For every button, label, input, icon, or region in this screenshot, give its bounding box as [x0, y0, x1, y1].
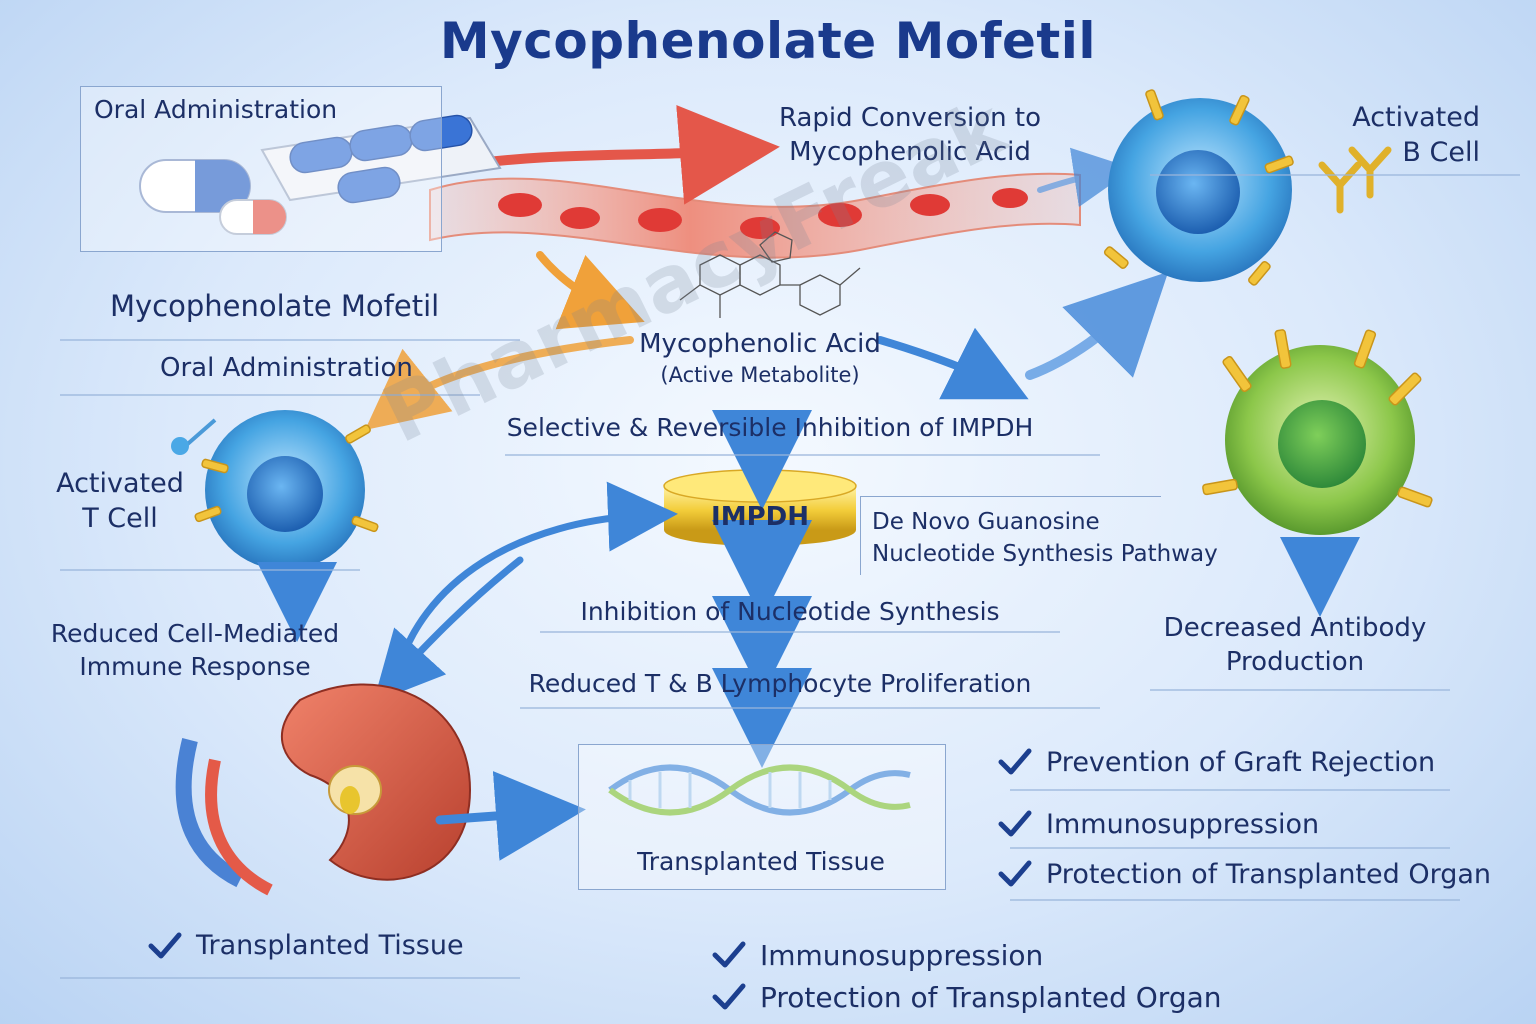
- check-item: Protection of Transplanted Organ: [998, 852, 1491, 896]
- check-icon: [998, 810, 1032, 837]
- proliferation-label: Reduced T & B Lymphocyte Proliferation: [528, 669, 1032, 698]
- antibody-line1: Decreased Antibody: [1163, 613, 1427, 643]
- t-cell-line2: T Cell: [82, 503, 158, 535]
- pathway-label: De Novo Guanosine Nucleotide Synthesis P…: [872, 506, 1218, 570]
- cell-mediated-line1: Reduced Cell-Mediated: [50, 619, 340, 648]
- right-checklist: Prevention of Graft Rejection Immunosupp…: [998, 740, 1491, 896]
- bottom-left-check: Transplanted Tissue: [148, 930, 464, 961]
- cell-mediated-line2: Immune Response: [79, 651, 311, 681]
- check-icon: [148, 932, 182, 958]
- conversion-line1: Rapid Conversion to: [778, 103, 1042, 133]
- cell-mediated-label: Reduced Cell-Mediated Immune Response: [40, 618, 350, 683]
- mpa-label: Mycophenolic Acid (Active Metabolite): [600, 328, 920, 389]
- pathway-line1: De Novo Guanosine: [872, 509, 1100, 535]
- selective-inhibition-label: Selective & Reversible Inhibition of IMP…: [506, 413, 1034, 442]
- blood-vessel-icon: [429, 172, 1081, 259]
- transplanted-tissue-box: [578, 744, 946, 890]
- check-icon: [712, 941, 746, 968]
- conversion-line2: Mycophenolic Acid: [789, 136, 1031, 167]
- conversion-label: Rapid Conversion to Mycophenolic Acid: [760, 102, 1060, 170]
- pathway-box: [860, 496, 1161, 575]
- b-cell-line1: Activated: [1352, 102, 1480, 133]
- oral-repeat-label: Oral Administration: [160, 353, 413, 383]
- transplanted-tissue-label: Transplanted Tissue: [637, 847, 885, 876]
- check-icon: [712, 983, 746, 1010]
- b-cell-green-icon: [1202, 329, 1433, 535]
- mpa-line2: (Active Metabolite): [660, 362, 860, 387]
- t-cell-icon: [171, 410, 379, 570]
- check-text: Protection of Transplanted Organ: [1046, 858, 1492, 890]
- check-text: Transplanted Tissue: [196, 930, 464, 961]
- impdh-label: IMPDH: [711, 502, 809, 532]
- pill-capsule-icon: [139, 159, 287, 235]
- b-cell-line2: B Cell: [1402, 137, 1480, 169]
- mpa-to-bcell-arrow: [1025, 271, 1169, 380]
- check-icon: [998, 860, 1032, 887]
- blister-pack-icon: [260, 114, 502, 204]
- dna-helix-icon: [608, 764, 911, 816]
- check-item: Protection of Transplanted Organ: [712, 976, 1222, 1018]
- check-item: Immunosuppression: [712, 934, 1222, 976]
- kidney-icon: [175, 683, 472, 896]
- t-cell-label: Activated T Cell: [50, 466, 190, 536]
- mpa-line1: Mycophenolic Acid: [639, 329, 881, 359]
- divider-lines: [60, 174, 1520, 979]
- oral-administration-label: Oral Administration: [94, 95, 338, 124]
- bottom-center-checklist: Immunosuppression Protection of Transpla…: [712, 934, 1222, 1018]
- antibody-label: Decreased Antibody Production: [1140, 612, 1450, 680]
- pathway-line2: Nucleotide Synthesis Pathway: [872, 541, 1218, 568]
- chemical-structure-icon: [679, 231, 861, 318]
- check-text: Immunosuppression: [1046, 808, 1320, 840]
- antibody-line2: Production: [1225, 646, 1365, 677]
- drug-name-label: Mycophenolate Mofetil: [110, 289, 440, 323]
- nucleotide-inhibition-label: Inhibition of Nucleotide Synthesis: [580, 597, 1000, 626]
- oral-administration-box: [80, 86, 442, 252]
- conversion-arrow-down: [536, 251, 645, 330]
- mpa-to-impdh-arrow: [876, 327, 1029, 400]
- t-cell-line1: Activated: [56, 468, 184, 499]
- check-item: Prevention of Graft Rejection: [998, 740, 1491, 784]
- check-item: Immunosuppression: [998, 802, 1491, 846]
- b-cell-label: Activated B Cell: [1320, 100, 1480, 170]
- check-text: Protection of Transplanted Organ: [760, 980, 1222, 1014]
- kidney-to-tissue-arrow: [435, 771, 586, 861]
- check-icon: [998, 748, 1032, 775]
- check-text: Immunosuppression: [760, 938, 1044, 972]
- page-title: Mycophenolate Mofetil: [439, 12, 1097, 70]
- check-text: Prevention of Graft Rejection: [1046, 746, 1436, 778]
- b-cell-blue-icon: [1103, 89, 1294, 286]
